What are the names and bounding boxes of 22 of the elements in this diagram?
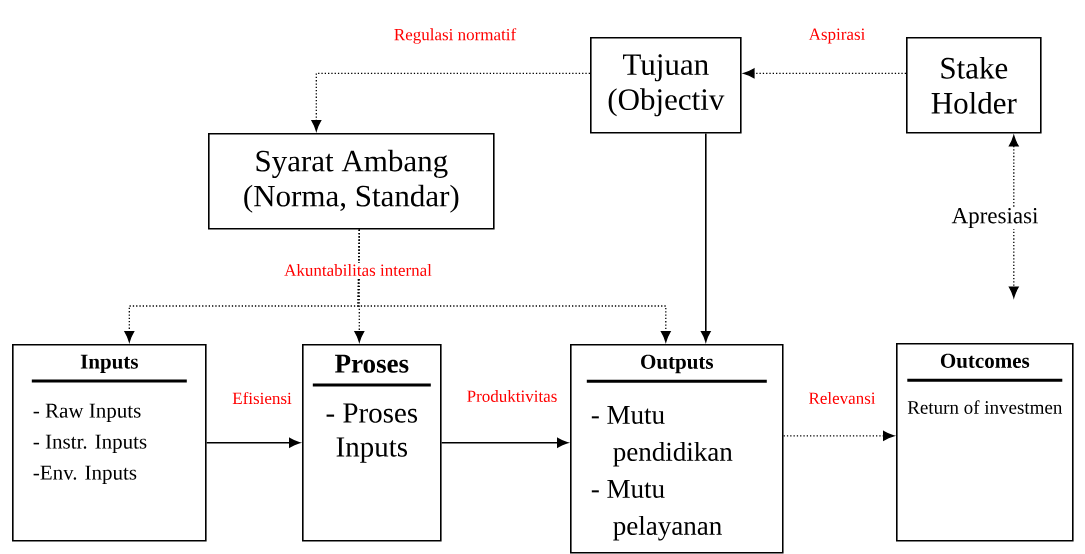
process-box: Outputs - Mutu pendidikan - Mutu pelayanan — [570, 344, 784, 554]
text-box: Syarat Ambang (Norma, Standar) — [208, 133, 495, 230]
edge-label: Apresiasi — [950, 206, 1040, 230]
edge-label: Aspirasi — [807, 27, 867, 45]
arrow — [357, 228, 671, 343]
arrow — [701, 132, 711, 342]
process-box: Inputs - Raw Inputs - Instr. Inputs -Env. Inputs — [12, 344, 207, 542]
arrow — [440, 437, 568, 448]
edge-label: Relevansi — [807, 391, 877, 405]
arrow — [1008, 135, 1019, 298]
edge-label: Efisiensi — [231, 390, 293, 406]
arrow — [743, 68, 907, 79]
edge-label: Produktivitas — [465, 389, 559, 403]
arrow — [782, 430, 895, 441]
edge-label: Regulasi normatif — [392, 27, 518, 45]
arrow — [311, 72, 591, 132]
text-box: Stake Holder — [906, 37, 1042, 134]
text-box: Tujuan (Objectiv — [590, 37, 742, 134]
process-box: Proses - Proses Inputs — [302, 344, 442, 542]
edge-label: Akuntabilitas internal — [283, 263, 433, 277]
process-box: Outcomes Return of investmen — [896, 343, 1074, 542]
arrow — [205, 437, 300, 448]
